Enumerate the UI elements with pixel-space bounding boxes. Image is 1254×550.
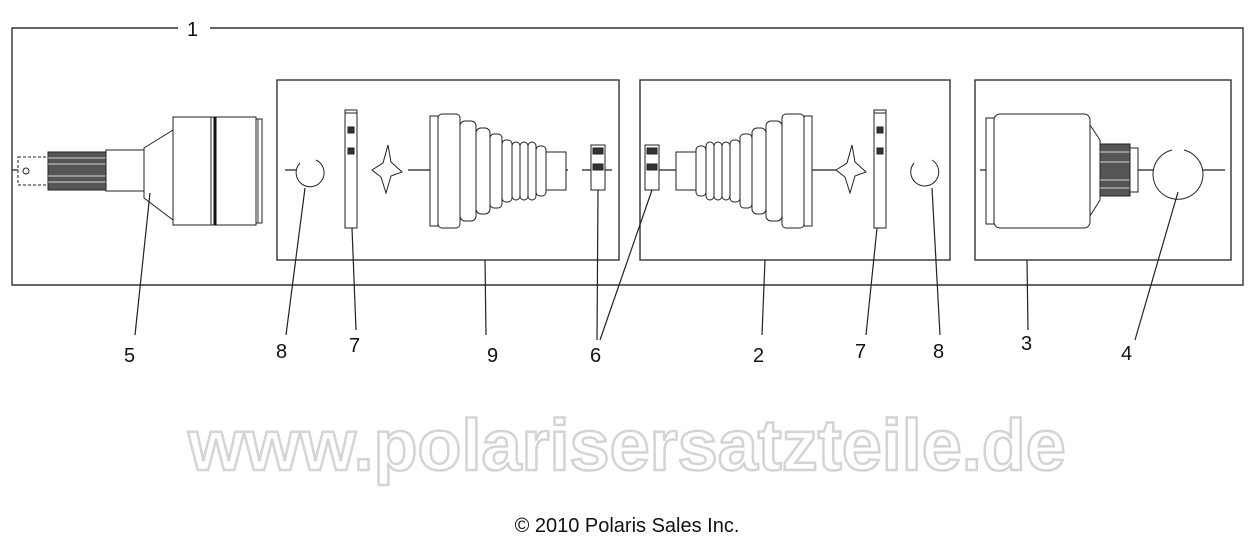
- callout-assembly: 1: [187, 19, 198, 41]
- watermark: www.polarisersatzteile.de: [187, 406, 1066, 486]
- clamp-left: [344, 109, 358, 229]
- copyright-notice: © 2010 Polaris Sales Inc.: [514, 515, 740, 537]
- callout-inner-joint-kit: 3: [1021, 333, 1032, 355]
- boot-kit-outer-box: [276, 79, 620, 261]
- assembly-box: [11, 27, 1244, 286]
- boot-inner: [675, 113, 813, 229]
- callout-snap-ring-right: 8: [933, 341, 944, 363]
- boot-outer: [429, 113, 567, 229]
- callout-clamp-right: 7: [855, 341, 866, 363]
- callout-boot-kit-inner: 2: [753, 345, 764, 367]
- small-clamp-right: [644, 144, 660, 191]
- boot-spider-right: [835, 144, 867, 195]
- outer-cv-joint: [17, 116, 263, 226]
- inner-cv-joint: [985, 113, 1139, 229]
- callout-boot-kit-outer: 9: [487, 345, 498, 367]
- small-clamp-left: [590, 144, 606, 191]
- boot-spider: [371, 144, 403, 195]
- callout-small-clamps: 6: [590, 345, 601, 367]
- snap-ring-left: [295, 159, 325, 188]
- callout-clamp-left: 7: [349, 335, 360, 357]
- boot-kit-inner-box: [639, 79, 951, 261]
- leader-lines: [134, 187, 1179, 341]
- callout-snap-ring-left: 8: [276, 341, 287, 363]
- snap-ring-right: [910, 159, 940, 187]
- retaining-ring: [1152, 149, 1204, 200]
- callout-outer-joint: 5: [124, 345, 135, 367]
- clamp-right: [873, 109, 887, 229]
- inner-joint-kit-box: [974, 79, 1232, 261]
- callout-retaining-ring: 4: [1121, 343, 1132, 365]
